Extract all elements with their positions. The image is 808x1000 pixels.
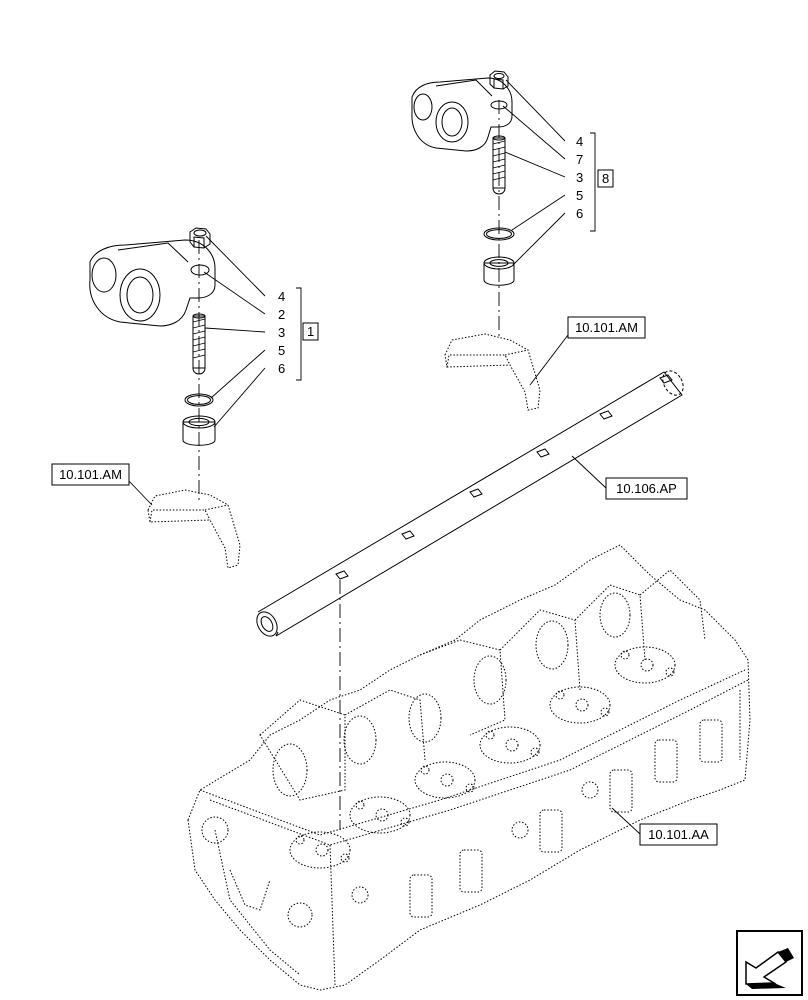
callout-lower-2: 2 bbox=[278, 307, 285, 322]
adjusting-screw-lower bbox=[192, 313, 206, 375]
cylinder-head bbox=[187, 544, 751, 991]
callout-lower-4: 5 bbox=[278, 343, 285, 358]
ref-bracket-upper[interactable]: 10.101.AM bbox=[567, 316, 646, 339]
ref-rocker-shaft-text: 10.106.AP bbox=[616, 481, 677, 496]
support-bracket-lower bbox=[147, 489, 241, 569]
rocker-arm-upper bbox=[411, 77, 513, 152]
sleeve-lower bbox=[182, 415, 216, 446]
adjusting-nut-lower bbox=[189, 227, 211, 249]
callouts-lower: 4 2 3 5 6 1 bbox=[278, 289, 319, 376]
callout-upper-1: 4 bbox=[576, 134, 583, 149]
support-bracket-upper bbox=[444, 333, 541, 411]
reference-boxes: 10.101.AM 10.101.AM 10.106.AP 10.101.AA bbox=[51, 316, 718, 846]
callout-lower-5: 6 bbox=[278, 361, 285, 376]
group-number-lower: 1 bbox=[307, 324, 314, 339]
callout-upper-5: 6 bbox=[576, 206, 583, 221]
leader-lines-lower bbox=[203, 235, 302, 428]
ref-cylinder-head-text: 10.101.AA bbox=[648, 827, 709, 842]
next-page-arrow-icon[interactable] bbox=[736, 930, 803, 996]
rocker-shaft bbox=[256, 370, 684, 637]
centerlines bbox=[198, 100, 500, 830]
leader-lines-upper bbox=[502, 79, 596, 266]
group-number-upper: 8 bbox=[602, 171, 609, 186]
ref-cylinder-head[interactable]: 10.101.AA bbox=[639, 823, 718, 846]
ref-bracket-lower[interactable]: 10.101.AM bbox=[51, 463, 130, 486]
callout-upper-3: 3 bbox=[576, 170, 583, 185]
callout-lower-1: 4 bbox=[278, 289, 285, 304]
ref-bracket-lower-text: 10.101.AM bbox=[59, 467, 122, 482]
adjusting-nut-upper bbox=[489, 70, 509, 90]
ref-rocker-shaft[interactable]: 10.106.AP bbox=[605, 477, 688, 500]
reference-leaders bbox=[127, 334, 641, 835]
callout-upper-2: 7 bbox=[576, 152, 583, 167]
adjusting-screw-upper bbox=[492, 135, 506, 195]
o-ring-lower bbox=[184, 393, 214, 407]
callout-lower-3: 3 bbox=[278, 325, 285, 340]
ref-bracket-upper-text: 10.101.AM bbox=[575, 320, 638, 335]
oil-holes bbox=[335, 374, 673, 580]
callouts-upper: 4 7 3 5 6 8 bbox=[576, 134, 614, 221]
rocker-arm-lower bbox=[89, 239, 216, 327]
sleeve-upper bbox=[483, 256, 515, 286]
o-ring-upper bbox=[483, 227, 515, 241]
callout-upper-4: 5 bbox=[576, 188, 583, 203]
